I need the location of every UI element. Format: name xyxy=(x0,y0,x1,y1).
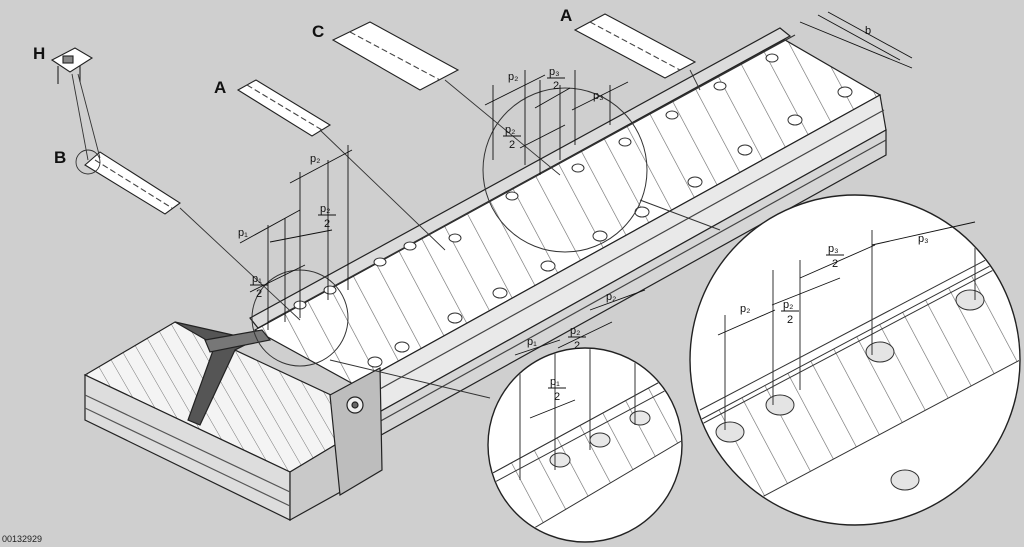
detail-large xyxy=(689,194,1021,526)
dim-b: b xyxy=(865,25,871,37)
svg-text:2: 2 xyxy=(554,391,560,403)
dimension-lines xyxy=(239,11,976,419)
dim-p2-main: p₂ xyxy=(310,153,320,165)
dim-p2-large: p₂ xyxy=(740,303,750,315)
end-block xyxy=(329,367,383,496)
dim-p3-top: p₃ xyxy=(593,90,604,102)
dim-p3-half-top: p₃ 2 xyxy=(547,66,565,92)
svg-text:p₂: p₂ xyxy=(570,325,580,337)
svg-text:p₃: p₃ xyxy=(549,66,560,78)
dim-p2-half-main: p₂ 2 xyxy=(318,203,336,230)
plate-C xyxy=(331,21,460,91)
svg-text:p₁: p₁ xyxy=(550,376,560,388)
dimension-labels: p₁ p₂ p₂ 2 p₁ 2 p₂ p₃ 2 p₃ p₂ 2 b p₁ p₂ xyxy=(238,25,929,403)
clip-H xyxy=(50,47,94,84)
dim-p2-half-large: p₂ 2 xyxy=(781,299,799,326)
dim-p2-small: p₂ xyxy=(606,291,616,303)
svg-text:2: 2 xyxy=(509,139,515,151)
dim-p1-half-main: p₁ 2 xyxy=(250,273,268,300)
dim-p3-large: p₃ xyxy=(918,233,929,245)
svg-text:p₂: p₂ xyxy=(783,299,793,311)
svg-text:2: 2 xyxy=(553,80,559,92)
svg-text:2: 2 xyxy=(574,340,580,352)
dim-p1-half-small: p₁ 2 xyxy=(548,376,566,403)
callout-B: B xyxy=(54,148,67,167)
svg-text:2: 2 xyxy=(256,288,262,300)
plate-B xyxy=(84,151,181,215)
document-id: 00132929 xyxy=(2,534,43,544)
callout-H: H xyxy=(33,44,46,63)
dim-p1-main: p₁ xyxy=(238,227,248,239)
plate-A-right xyxy=(573,13,697,79)
svg-text:p₁: p₁ xyxy=(252,273,262,285)
svg-text:2: 2 xyxy=(324,218,330,230)
dim-p3-half-large: p₃ 2 xyxy=(826,243,844,270)
plate-A-left xyxy=(236,79,332,137)
dim-p2-top: p₂ xyxy=(508,71,518,83)
svg-text:p₂: p₂ xyxy=(505,124,515,136)
svg-text:2: 2 xyxy=(787,314,793,326)
dim-p2-half-top: p₂ 2 xyxy=(503,124,521,151)
callout-A-left: A xyxy=(214,78,227,97)
leader-lines xyxy=(71,69,701,321)
transfer-table xyxy=(83,321,383,522)
callout-C: C xyxy=(312,22,325,41)
svg-text:p₃: p₃ xyxy=(828,243,839,255)
conveyor xyxy=(249,27,887,441)
callout-A-right: A xyxy=(560,6,573,25)
svg-text:2: 2 xyxy=(832,258,838,270)
dim-p1-small: p₁ xyxy=(527,336,537,348)
conveyor-far-rail xyxy=(249,27,792,329)
svg-text:p₂: p₂ xyxy=(320,203,330,215)
dim-p2-half-small: p₂ 2 xyxy=(568,325,586,352)
